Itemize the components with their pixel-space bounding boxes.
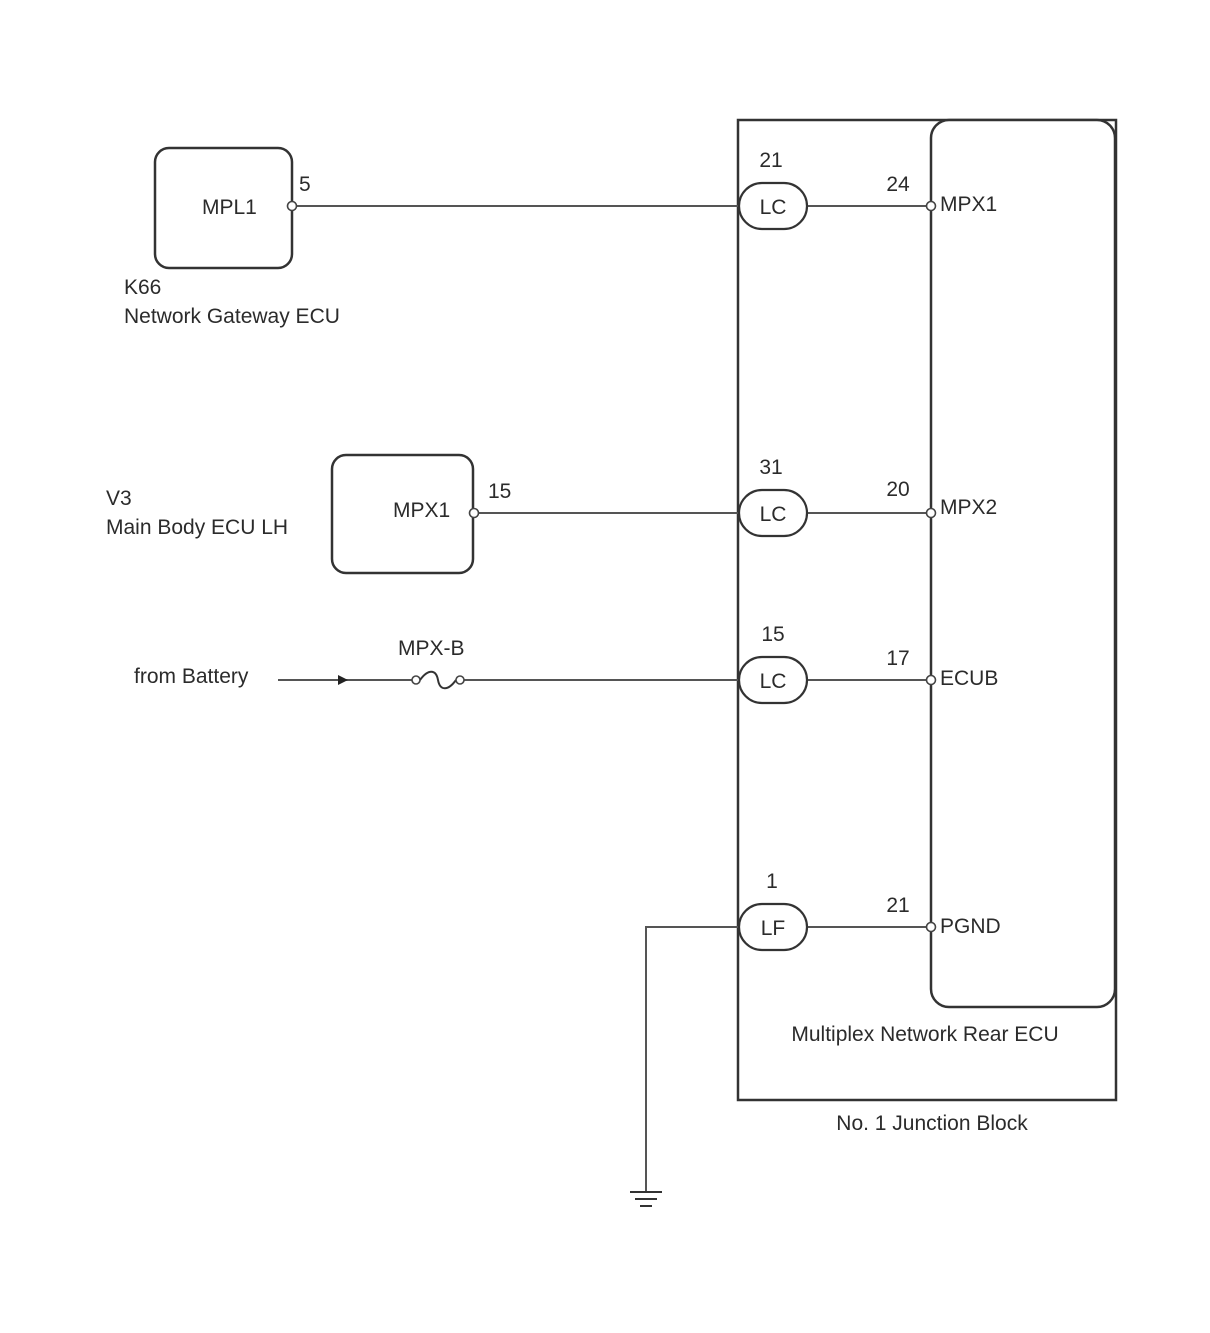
connector-lc-2 — [737, 488, 809, 538]
gateway-pin-label: 5 — [299, 173, 311, 196]
connector-lc-1-label: LC — [760, 196, 787, 219]
jb-pin-label-3: 15 — [761, 623, 784, 646]
ecu-pin-circle-3 — [925, 674, 937, 686]
fuse-terminal-right — [455, 675, 465, 685]
gateway-terminal-label: MPL1 — [202, 196, 257, 219]
jb-pin-label-1: 21 — [759, 149, 782, 172]
main-body-terminal-label: MPX1 — [393, 499, 450, 522]
gateway-pin-circle — [286, 200, 298, 212]
main-body-pin-circle — [468, 507, 480, 519]
rear-ecu-box — [929, 118, 1117, 1009]
ecu-pin-label-3: 17 — [886, 647, 909, 670]
connector-lc-3 — [737, 655, 809, 705]
connector-lf — [737, 902, 809, 952]
ecu-pin-circle-4 — [925, 921, 937, 933]
ecu-terminal-label-1: MPX1 — [940, 193, 997, 216]
ecu-terminal-label-2: MPX2 — [940, 496, 997, 519]
fuse-label: MPX-B — [398, 637, 465, 660]
battery-label: from Battery — [134, 665, 249, 688]
battery-arrow-icon — [338, 675, 348, 685]
main-body-code-label: V3 — [106, 487, 132, 510]
rear-ecu-name-label: Multiplex Network Rear ECU — [791, 1023, 1058, 1046]
fuse-terminal-left — [411, 675, 421, 685]
main-body-pin-label: 15 — [488, 480, 511, 503]
ecu-terminal-label-4: PGND — [940, 915, 1001, 938]
main-body-name-label: Main Body ECU LH — [106, 516, 288, 539]
connector-lc-2-label: LC — [760, 503, 787, 526]
connector-lc-3-label: LC — [760, 670, 787, 693]
ecu-pin-label-2: 20 — [886, 478, 909, 501]
connector-lf-label: LF — [761, 917, 786, 940]
ecu-pin-circle-2 — [925, 507, 937, 519]
connector-lc-1 — [737, 181, 809, 231]
wire-ground — [645, 926, 740, 1192]
gateway-name-label: Network Gateway ECU — [124, 305, 340, 328]
ecu-pin-label-4: 21 — [886, 894, 909, 917]
fuse-icon — [419, 670, 457, 690]
jb-pin-label-4: 1 — [766, 870, 778, 893]
ecu-pin-label-1: 24 — [886, 173, 910, 196]
ecu-terminal-label-3: ECUB — [940, 667, 998, 690]
ecu-pin-circle-1 — [925, 200, 937, 212]
junction-block-name-label: No. 1 Junction Block — [836, 1112, 1028, 1135]
gateway-code-label: K66 — [124, 276, 161, 299]
jb-pin-label-2: 31 — [759, 456, 782, 479]
